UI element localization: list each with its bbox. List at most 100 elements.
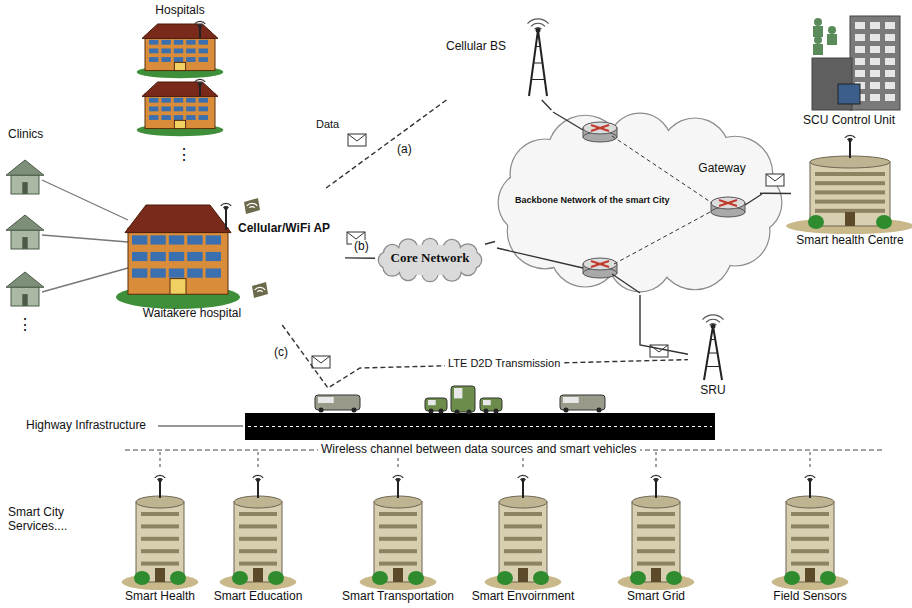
router-top: [711, 197, 745, 209]
bush: [876, 215, 892, 229]
window: [174, 57, 183, 62]
service-building: [234, 502, 282, 582]
window: [169, 252, 184, 261]
antenna-tip: [198, 24, 202, 28]
window: [187, 268, 202, 277]
window: [150, 252, 165, 261]
router-mark: [719, 200, 737, 206]
wheel: [439, 409, 444, 414]
house-roof: [6, 215, 44, 230]
wheel: [429, 409, 434, 414]
antenna-mast: [225, 208, 227, 230]
wireless-drop: [810, 452, 811, 468]
core-cloud: Core Network: [375, 236, 485, 282]
window: [149, 48, 158, 53]
signal-arc: [393, 475, 404, 477]
router-top: [583, 122, 617, 134]
window-band: [791, 549, 829, 553]
service-building: [786, 502, 834, 582]
wheel: [455, 410, 460, 415]
vehicle-window: [318, 397, 334, 403]
clinic-link: [42, 268, 128, 292]
gateway-router: Gateway: [685, 162, 760, 224]
node-label: Cellular BS: [446, 40, 506, 54]
vehicle-body: [480, 398, 502, 411]
antenna-tip: [224, 206, 228, 210]
window-band: [637, 562, 675, 566]
signal-arc: [253, 475, 264, 477]
window-band: [815, 172, 885, 176]
service-building: [810, 162, 890, 226]
signal-arc: [710, 324, 717, 326]
router-top: [583, 258, 617, 270]
hospital-roof: [125, 205, 231, 233]
channel-label: Wireless channel between data sources an…: [318, 443, 640, 457]
link-label: LTE D2D Transmission: [445, 357, 563, 370]
lane-marking: [248, 426, 712, 427]
signal-arc: [531, 23, 545, 26]
vehicle-window: [483, 400, 491, 405]
window: [150, 235, 165, 244]
window: [186, 115, 195, 120]
service-building: Field Sensors: [760, 462, 860, 606]
antenna-mast: [159, 480, 161, 498]
window-band: [504, 562, 542, 566]
person-body: [813, 44, 823, 55]
signal-arc: [845, 135, 856, 137]
backbone-link: [612, 136, 712, 203]
window: [132, 252, 147, 261]
office-window: [885, 34, 895, 41]
window: [199, 98, 208, 103]
signal-arc: [247, 203, 258, 205]
wireless-drop: [258, 452, 259, 468]
backbone-link: [612, 274, 640, 293]
antenna-tip: [198, 82, 202, 86]
window-band: [637, 512, 675, 516]
backbone-link: [553, 112, 583, 130]
router-mark: [591, 261, 609, 267]
window-band: [637, 537, 675, 541]
roadside-unit: SRU: [688, 318, 738, 400]
bush: [372, 571, 388, 585]
link-line: [345, 257, 375, 259]
signal-arc: [195, 79, 206, 81]
window: [199, 48, 208, 53]
router-mark: [591, 125, 609, 131]
control-unit: SCU Control Unit: [790, 8, 908, 132]
signal-arc: [653, 479, 658, 480]
vehicle-window: [454, 388, 462, 398]
tower-brace: [536, 46, 541, 47]
house-door: [22, 237, 27, 249]
office-window: [870, 22, 880, 29]
window-band: [815, 190, 885, 194]
window: [206, 268, 221, 277]
node-label: Field Sensors: [773, 590, 846, 604]
window-band: [239, 537, 277, 541]
service-building: [499, 502, 547, 582]
bush: [820, 571, 836, 585]
envelope-flap: [347, 232, 365, 239]
office-window: [855, 22, 865, 29]
envelope-flap: [312, 356, 330, 363]
window: [186, 106, 195, 111]
group-label: Clinics: [8, 128, 43, 142]
router-mark: [591, 261, 609, 267]
signal-tile: [244, 198, 260, 214]
bush: [408, 571, 424, 585]
bush: [666, 571, 682, 585]
signal-arc: [257, 291, 262, 292]
signal-arc: [807, 479, 812, 480]
antenna-tip: [396, 478, 400, 482]
signal-arc: [805, 475, 816, 477]
antenna-mast: [655, 480, 657, 498]
window: [174, 40, 183, 45]
window-band: [379, 549, 417, 553]
house-door: [22, 182, 27, 194]
person-body: [827, 34, 837, 45]
backbone-link: [497, 248, 583, 268]
router-mark: [719, 200, 737, 206]
window: [161, 106, 170, 111]
group-label: Smart City Services....: [8, 506, 90, 534]
leader-line: [158, 426, 243, 427]
office-window: [855, 70, 865, 77]
